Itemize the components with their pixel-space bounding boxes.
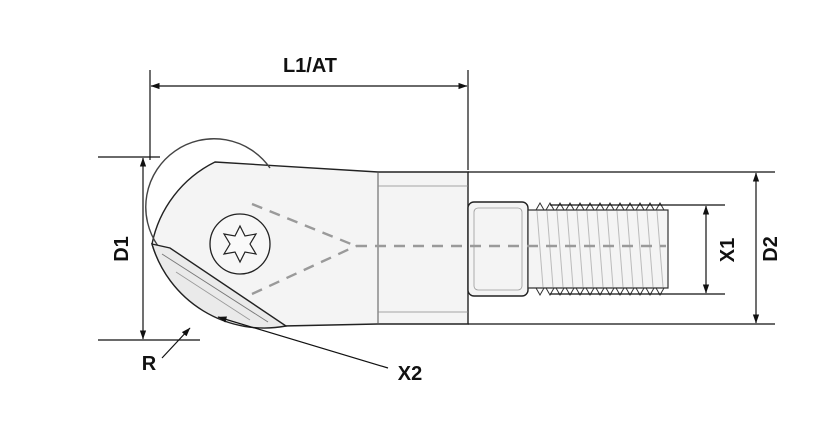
thread-tooth [655,287,665,297]
thread-tooth [585,201,595,211]
corner-radius-label: R [142,353,157,375]
thread-tooth [555,287,565,297]
thread-tooth [655,201,665,211]
thread-tooth [605,201,615,211]
thread-tooth [565,201,575,211]
thread-tooth [615,287,625,297]
thread-tooth [645,201,655,211]
thread-line [606,210,614,288]
thread-tooth [625,287,635,297]
thread-tooth [535,287,545,297]
hidden-lines [251,202,666,296]
overall-length-label: L1/AT [283,55,337,77]
thread-line [566,210,574,288]
thread-line [636,210,644,288]
thread-tooth [535,201,545,211]
tool-neck [467,201,529,297]
thread-line [576,210,584,288]
thread-tooth [565,287,575,297]
thread-tooth [575,287,585,297]
thread [527,201,669,297]
cutting-insert [150,243,288,329]
thread-tooth [635,201,645,211]
thread-tooth [585,287,595,297]
thread-line [626,210,634,288]
head-diameter-label: D1 [111,236,133,262]
thread-tooth [645,287,655,297]
thread-line [656,210,664,288]
thread-tooth [545,287,555,297]
torx-screw-icon [209,213,271,275]
thread-tooth [615,201,625,211]
thread-tooth [625,201,635,211]
shank-diameter-label: D2 [760,236,782,262]
thread-diameter-label: X1 [717,238,739,262]
thread-tooth [635,287,645,297]
thread-tooth [555,201,565,211]
insert-dimension-label: X2 [398,363,422,385]
thread-line [536,210,544,288]
tool-body [145,138,529,329]
thread-tooth [595,201,605,211]
thread-line [586,210,594,288]
radius-leader [161,327,191,359]
thread-line [596,210,604,288]
thread-line [616,210,624,288]
thread-line [556,210,564,288]
thread-outline [527,209,669,289]
ball-rim [145,138,271,247]
insert-leader [217,316,389,369]
thread-tooth [575,201,585,211]
thread-tooth [595,287,605,297]
thread-line [646,210,654,288]
thread-tooth [545,201,555,211]
thread-line [546,210,554,288]
thread-tooth [605,287,615,297]
dimension-lines [98,70,775,369]
